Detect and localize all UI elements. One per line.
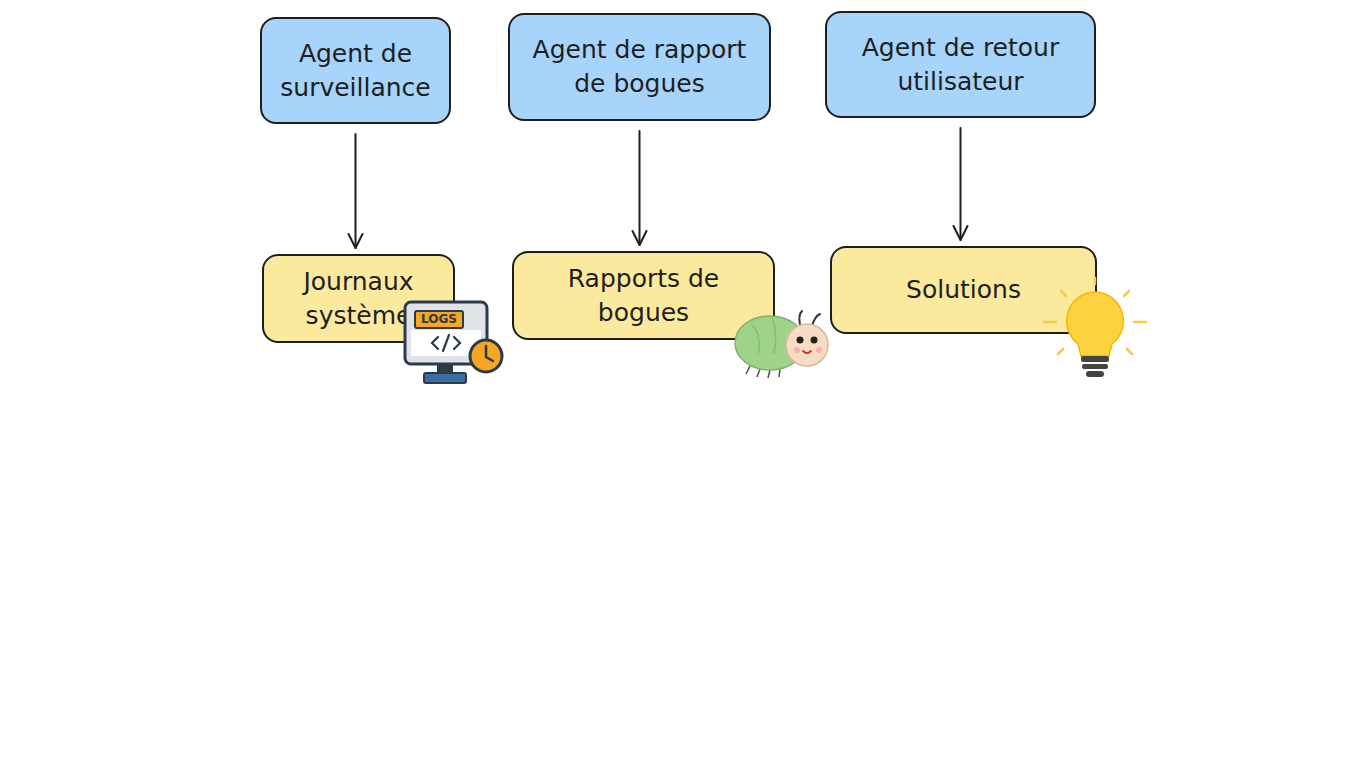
flow-arrow: [355, 134, 357, 248]
agent-box: Agent de retour utilisateur: [825, 11, 1096, 118]
output-box: Journaux système: [262, 254, 455, 343]
clock-face: [470, 340, 502, 372]
bug-cheek: [794, 347, 800, 353]
clock-hands: [486, 346, 493, 361]
node-label: Agent de retour utilisateur: [833, 31, 1088, 99]
bug-antennae: [799, 311, 820, 326]
agent-box: Agent de rapport de bogues: [508, 13, 771, 121]
bug-shell-lines: [752, 318, 776, 355]
output-box: Rapports de bogues: [512, 251, 775, 340]
monitor-frame: [405, 302, 487, 364]
flow-arrow: [639, 131, 641, 245]
node-label: Agent de rapport de bogues: [516, 33, 763, 101]
agent-box: Agent de surveillance: [260, 17, 451, 124]
monitor-neck: [437, 364, 453, 374]
bug-eye: [811, 337, 818, 344]
code-symbol: [432, 335, 460, 351]
bulb-glass: [1067, 292, 1124, 356]
node-label: Solutions: [906, 273, 1021, 307]
light-rays: [1044, 278, 1146, 354]
node-label: Rapports de bogues: [520, 262, 767, 330]
monitor-stand: [424, 373, 466, 383]
bug-head: [786, 324, 828, 366]
bug-eye: [797, 337, 804, 344]
output-box: Solutions: [830, 246, 1097, 334]
bug-icon: [735, 311, 828, 378]
bulb-base: [1081, 356, 1109, 362]
bulb-base: [1086, 371, 1104, 377]
bug-body: [735, 316, 805, 370]
bug-cheek: [816, 347, 822, 353]
node-label: Agent de surveillance: [268, 37, 443, 105]
monitor-screen: [411, 330, 481, 356]
flow-arrow: [960, 128, 962, 240]
node-label: Journaux système: [270, 265, 447, 333]
bug-smile: [803, 351, 811, 353]
logs-monitor-icon: [405, 302, 502, 383]
bug-legs: [746, 366, 780, 378]
bulb-base: [1082, 364, 1108, 369]
lightbulb-icon: [1044, 278, 1146, 377]
